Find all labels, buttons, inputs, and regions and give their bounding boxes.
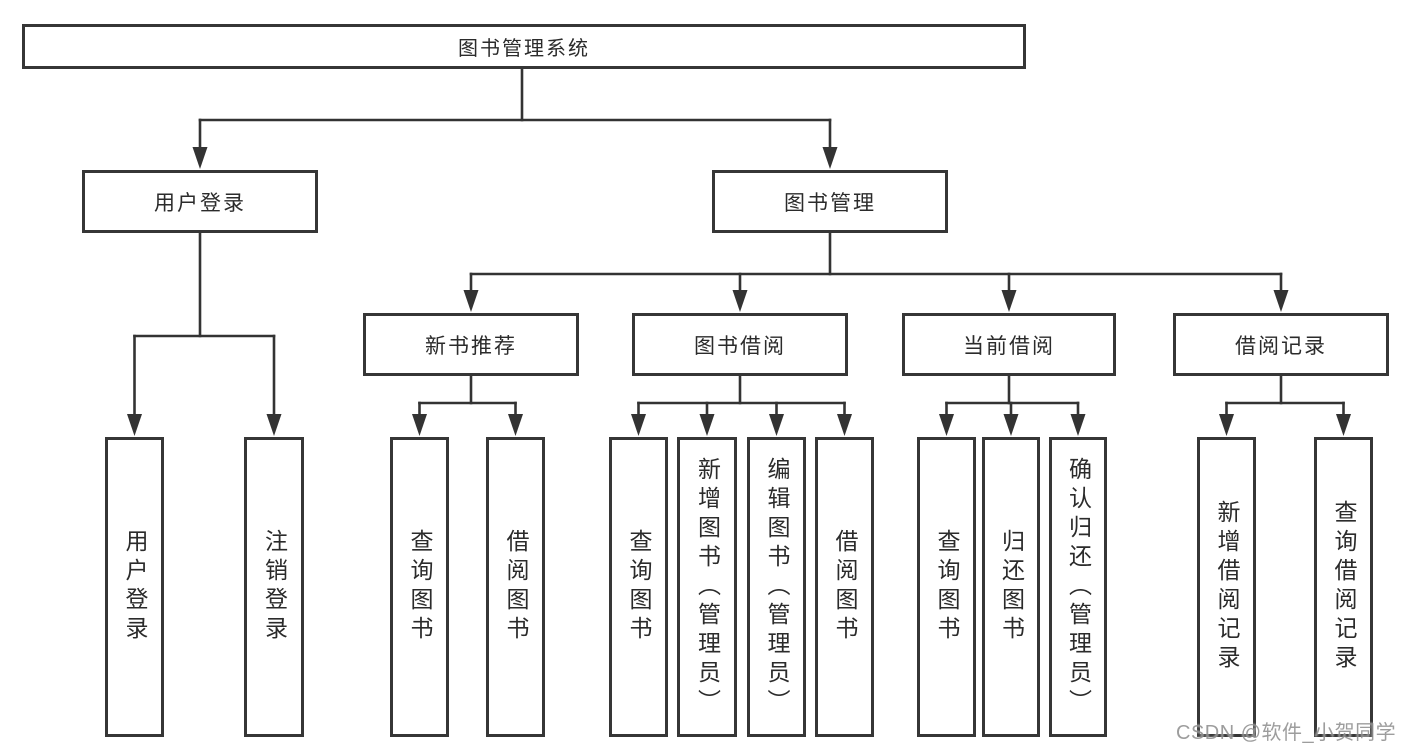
node-label: 确认归还（管理员） [1065, 456, 1092, 718]
leaf-user-login: 用户登录 [105, 437, 164, 737]
connector-records-to-leaves [1219, 374, 1351, 436]
node-label: 新增图书（管理员） [694, 456, 721, 718]
node-label: 用户登录 [122, 529, 148, 645]
node-label: 借阅记录 [1235, 334, 1327, 358]
node-label: 借阅图书 [832, 529, 858, 645]
leaf-borrow-books: 借阅图书 [815, 437, 874, 737]
node-label: 图书借阅 [694, 334, 786, 358]
node-label: 查询图书 [626, 529, 652, 645]
node-book-borrowing: 图书借阅 [632, 313, 848, 376]
leaf-return-books: 归还图书 [982, 437, 1040, 737]
connector-borrow-to-leaves [631, 374, 852, 436]
node-label: 当前借阅 [963, 334, 1055, 358]
connector-current-to-leaves [939, 374, 1086, 436]
leaf-query-borrow-record: 查询借阅记录 [1314, 437, 1373, 737]
node-user-login: 用户登录 [82, 170, 318, 233]
leaf-add-borrow-record: 新增借阅记录 [1197, 437, 1256, 737]
node-label: 查询借阅记录 [1331, 500, 1357, 674]
node-label: 查询图书 [934, 529, 960, 645]
leaf-confirm-return-admin: 确认归还（管理员） [1049, 437, 1107, 737]
csdn-watermark: CSDN @软件_小贺同学 [1176, 722, 1397, 744]
leaf-logout: 注销登录 [244, 437, 304, 737]
leaf-add-books-admin: 新增图书（管理员） [677, 437, 737, 737]
node-label: 图书管理系统 [458, 38, 590, 60]
connector-root-to-level2 [192, 67, 838, 169]
connector-bookmgmt-to-level3 [463, 231, 1289, 312]
node-library-management-system: 图书管理系统 [22, 24, 1026, 69]
node-label: 查询图书 [407, 529, 433, 645]
leaf-query-books-newbook: 查询图书 [390, 437, 449, 737]
node-label: 新增借阅记录 [1214, 500, 1240, 674]
node-book-management: 图书管理 [712, 170, 948, 233]
node-label: 用户登录 [154, 191, 246, 215]
node-label: 编辑图书（管理员） [764, 456, 790, 718]
node-label: 新书推荐 [425, 334, 517, 358]
node-borrowing-records: 借阅记录 [1173, 313, 1389, 376]
node-label: 借阅图书 [503, 529, 529, 645]
leaf-edit-books-admin: 编辑图书（管理员） [747, 437, 806, 737]
node-label: 归还图书 [998, 529, 1025, 645]
connector-newbook-to-leaves [412, 374, 523, 436]
leaf-query-books-borrow: 查询图书 [609, 437, 668, 737]
leaf-query-books-current: 查询图书 [917, 437, 976, 737]
leaf-borrow-books-newbook: 借阅图书 [486, 437, 545, 737]
node-label: 图书管理 [784, 191, 876, 215]
node-label: 注销登录 [261, 529, 288, 645]
node-current-borrowing: 当前借阅 [902, 313, 1116, 376]
node-new-book-recommendation: 新书推荐 [363, 313, 579, 376]
connector-login-to-leaves [127, 231, 282, 436]
